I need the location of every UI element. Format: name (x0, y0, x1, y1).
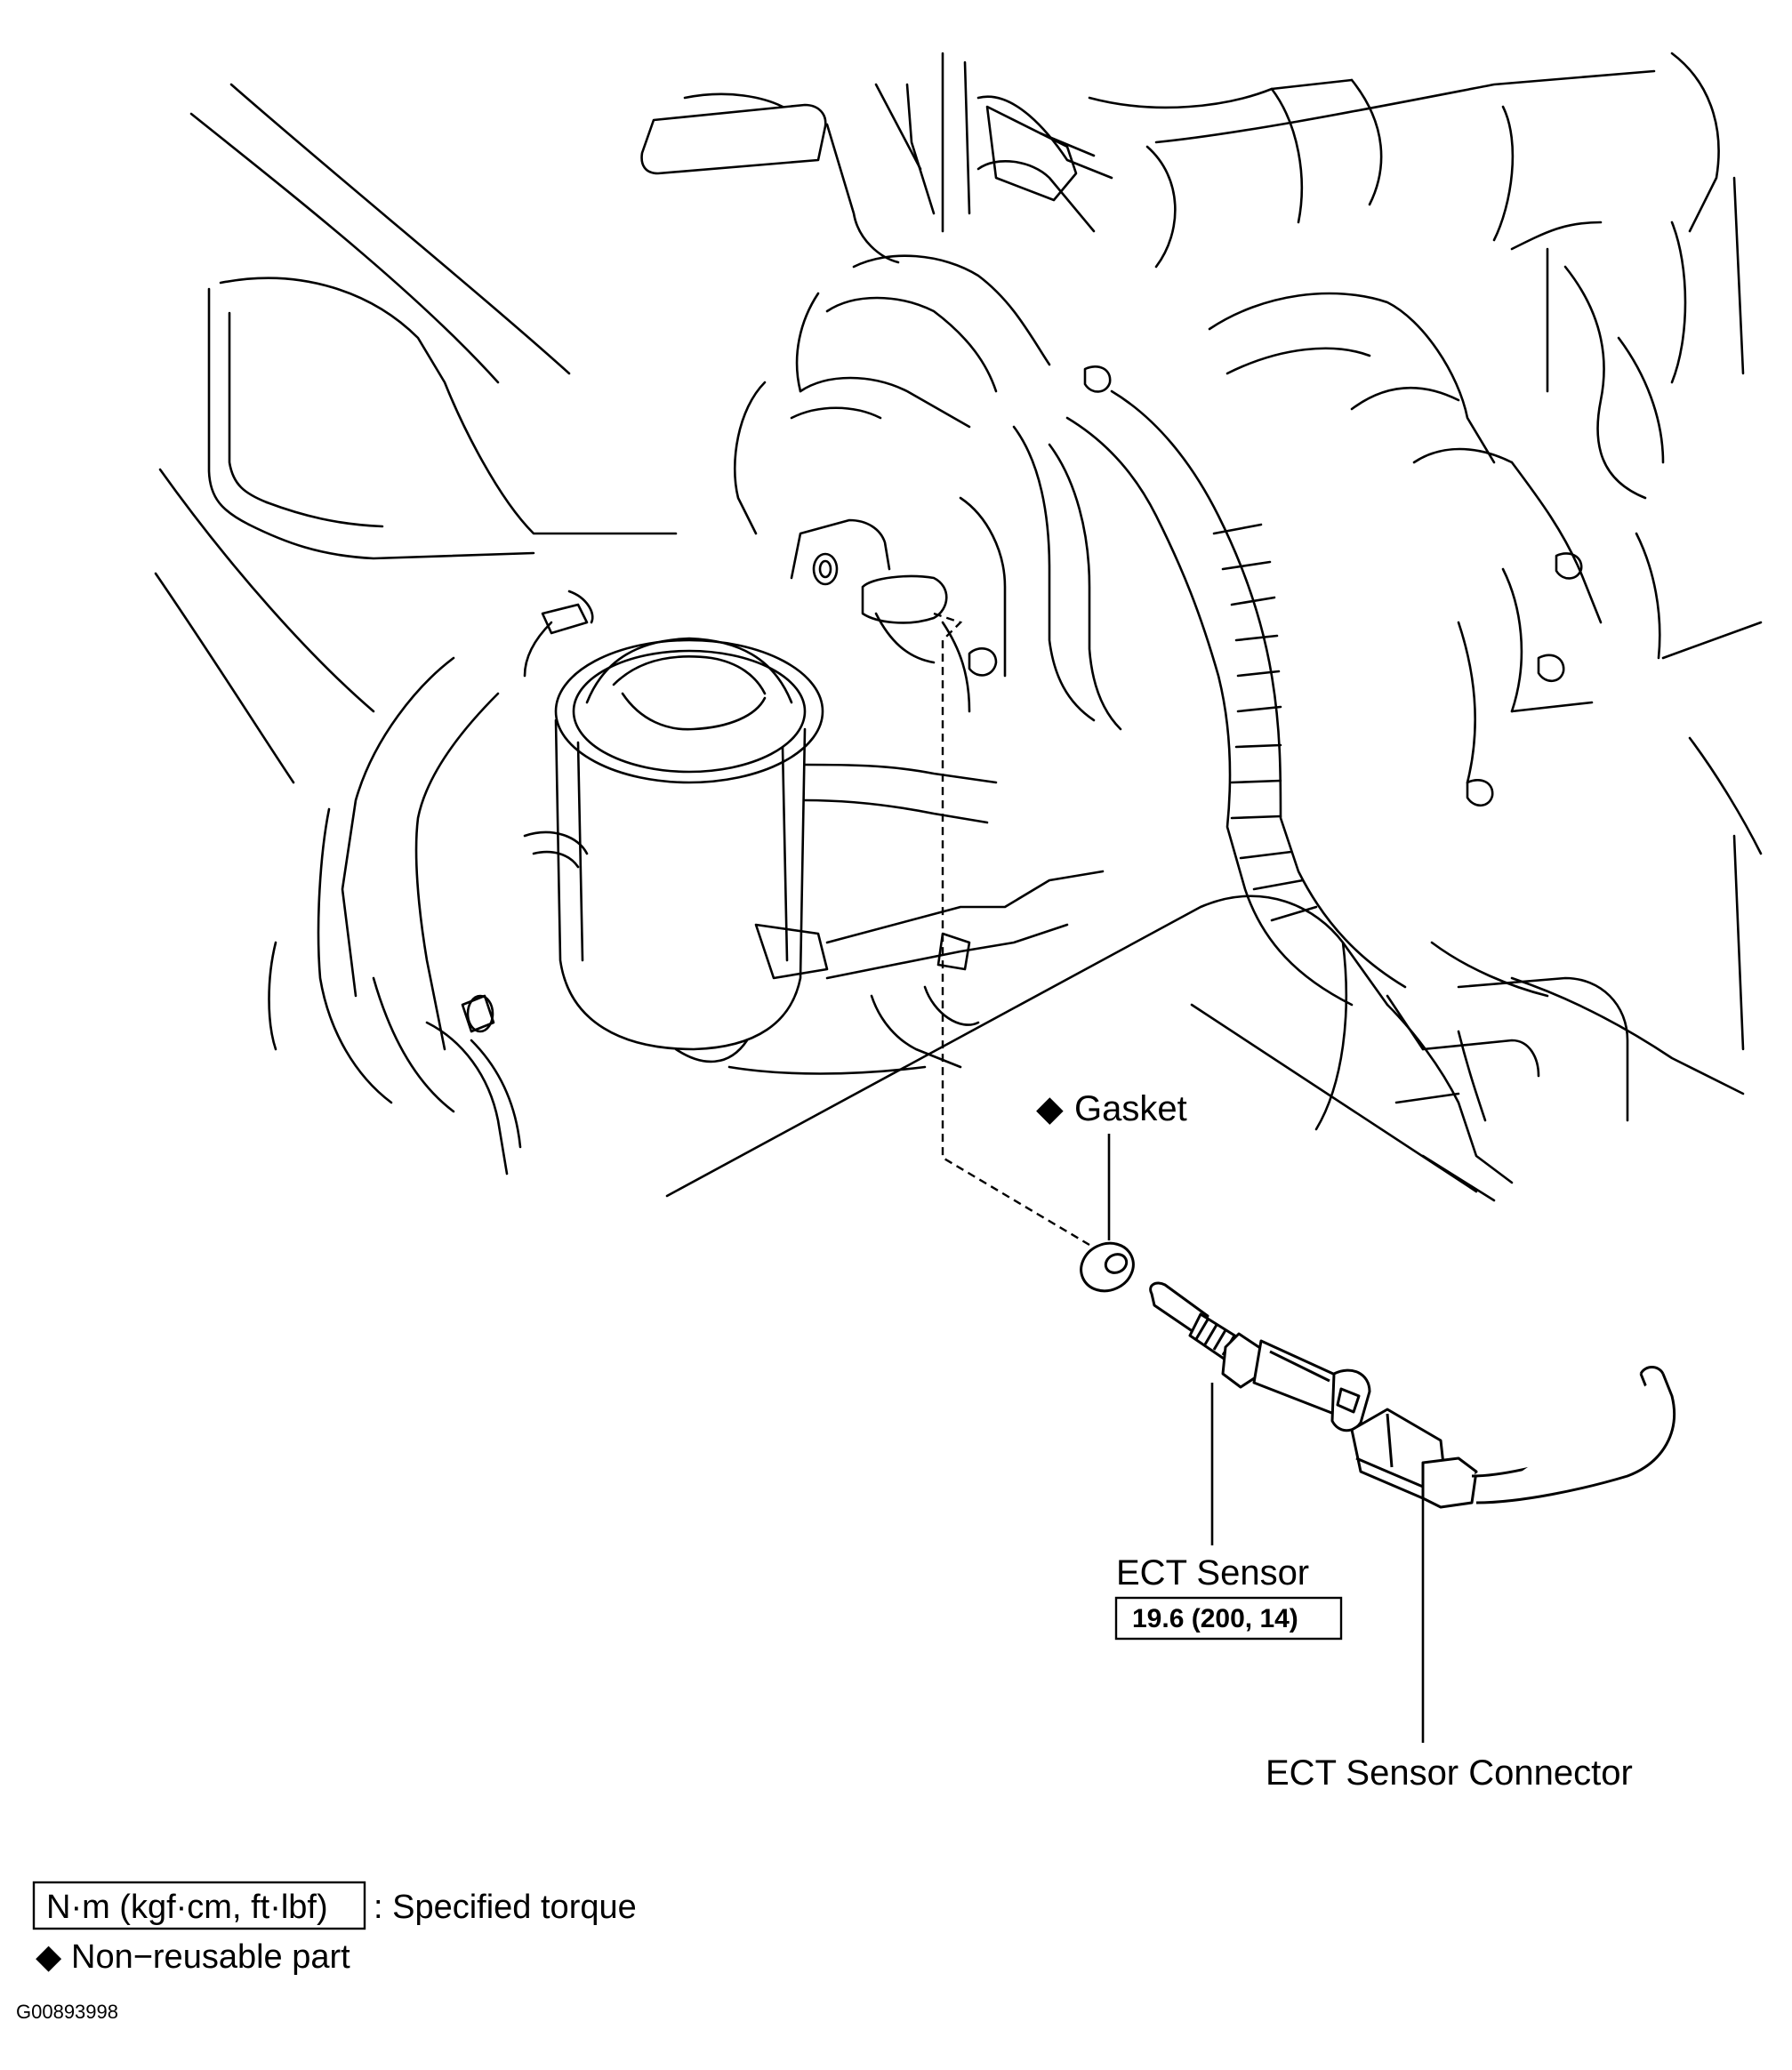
legend-torque-units: N·m (kgf·cm, ft·lbf) (46, 1889, 328, 1926)
legend-nonreusable-marker: ◆ (36, 1938, 62, 1976)
ect-sensor-label: ECT Sensor (1116, 1553, 1309, 1593)
gasket-label: Gasket (1074, 1089, 1187, 1128)
ect-sensor-connector (1350, 1366, 1676, 1509)
ect-sensor-torque: 19.6 (200, 14) (1132, 1604, 1298, 1633)
legend-nonreusable-meaning: Non−reusable part (71, 1938, 350, 1976)
legend-torque-meaning: : Specified torque (374, 1889, 637, 1926)
installation-path-dashed (933, 612, 1090, 1247)
figure-id: G00893998 (16, 2001, 118, 2023)
ect-connector-label: ECT Sensor Connector (1266, 1753, 1633, 1793)
leader-lines (1107, 1134, 1425, 1743)
engine-line-art (154, 52, 1763, 1202)
gasket-washer (1080, 1241, 1135, 1293)
gasket-nonreusable-marker: ◆ (1036, 1089, 1064, 1128)
torque-box (1114, 1596, 1343, 1641)
ect-sensor-body (1149, 1281, 1371, 1432)
legend-torque-box (32, 1881, 366, 1930)
legend: N·m (kgf·cm, ft·lbf) : Specified torque … (32, 1881, 637, 1976)
